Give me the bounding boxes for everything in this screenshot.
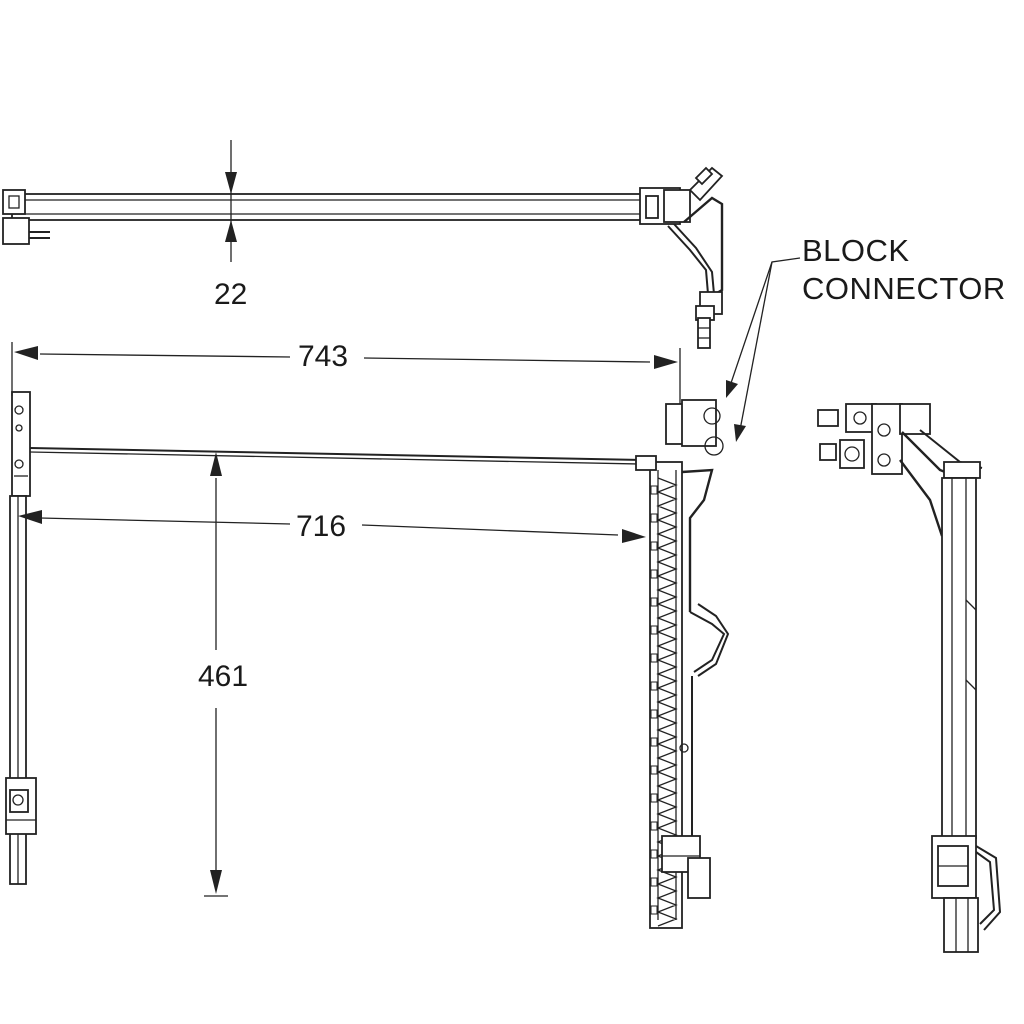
- tank-tab: [650, 513, 658, 523]
- tank-tab: [650, 849, 658, 859]
- top-view: [2, 140, 724, 349]
- overall-width-dimension-label: 743: [298, 340, 349, 373]
- tank-tab: [650, 793, 658, 803]
- front-view: [5, 342, 730, 929]
- tank-tab: [650, 709, 658, 719]
- tank-tab: [650, 737, 658, 747]
- tank-tab: [650, 569, 658, 579]
- tank-tab: [650, 485, 658, 495]
- callout-line-2: CONNECTOR: [802, 270, 1006, 306]
- callout-line-1: BLOCK: [802, 233, 910, 268]
- tank-tab: [650, 905, 658, 915]
- tank-tab: [650, 765, 658, 775]
- side-detail-view: [817, 403, 1002, 953]
- tank-tab: [650, 681, 658, 691]
- thickness-dimension-label: 22: [214, 278, 248, 311]
- core-height-dimension-label: 461: [198, 660, 249, 693]
- callout-leaders: [726, 257, 801, 442]
- core-width-dimension-label: 716: [296, 510, 347, 543]
- block-connector-callout: BLOCK CONNECTOR: [802, 232, 1006, 308]
- tank-tab: [650, 877, 658, 887]
- tank-tab: [650, 821, 658, 831]
- tank-tab: [650, 653, 658, 663]
- tank-tab: [650, 541, 658, 551]
- tank-tab: [650, 597, 658, 607]
- tank-tab: [650, 625, 658, 635]
